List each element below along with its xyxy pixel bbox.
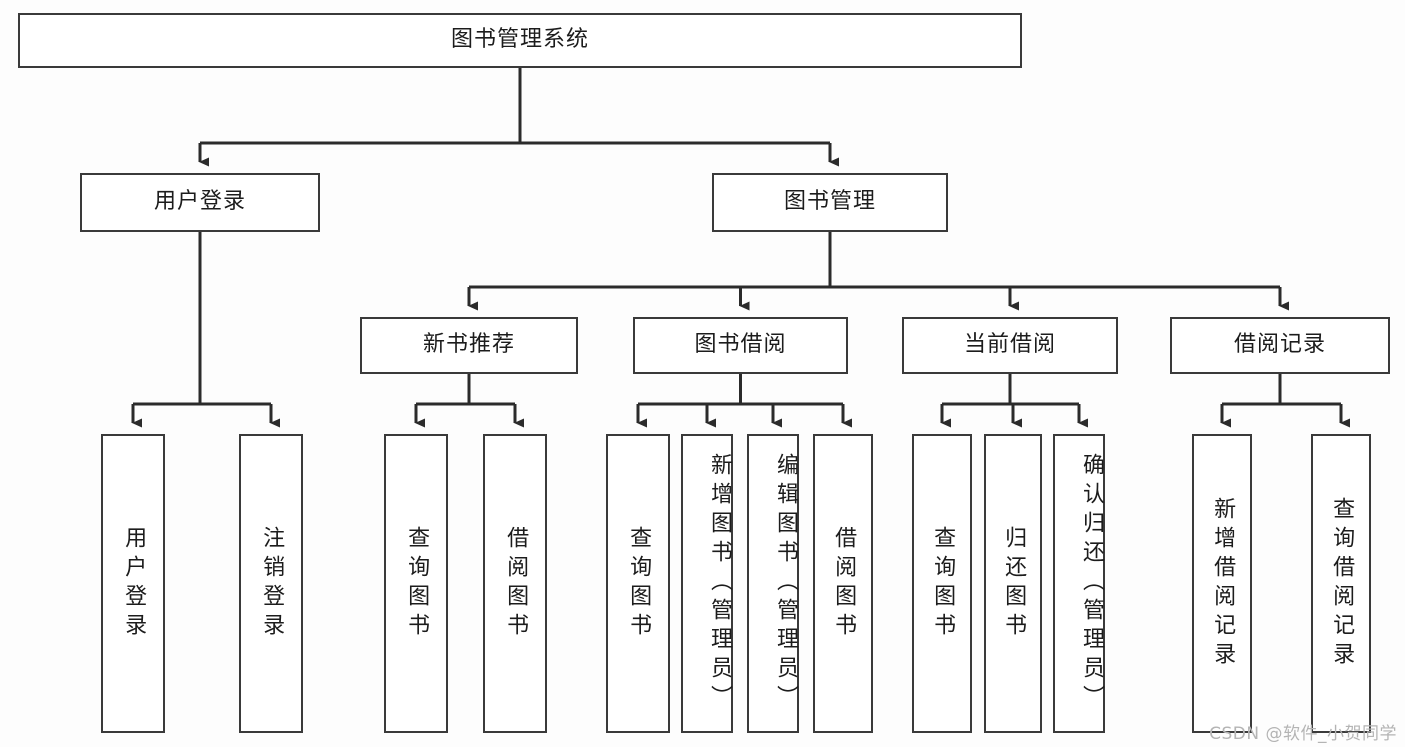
node-user-login-label: 用户登录	[153, 189, 246, 215]
node-leaf-query-record[interactable]: 查询借阅记录	[1311, 434, 1371, 733]
node-leaf-query-book-rec-label: 查询图书	[404, 525, 430, 642]
node-leaf-borrow-book-b[interactable]: 借阅图书	[813, 434, 873, 733]
node-leaf-borrow-book-rec[interactable]: 借阅图书	[483, 434, 547, 733]
node-user-login[interactable]: 用户登录	[80, 173, 320, 232]
node-current-borrow-label: 当前借阅	[963, 332, 1056, 358]
node-book-borrow[interactable]: 图书借阅	[633, 317, 848, 374]
node-leaf-borrow-book-b-label: 借阅图书	[831, 525, 857, 642]
node-new-book-rec-label: 新书推荐	[422, 332, 515, 358]
node-book-manage[interactable]: 图书管理	[712, 173, 948, 232]
node-borrow-record[interactable]: 借阅记录	[1170, 317, 1390, 374]
node-leaf-add-record[interactable]: 新增借阅记录	[1192, 434, 1252, 733]
node-leaf-query-book-rec[interactable]: 查询图书	[384, 434, 448, 733]
node-leaf-logout-label: 注销登录	[259, 525, 285, 642]
watermark: CSDN @软件_小贺同学	[1209, 724, 1397, 744]
node-leaf-add-book-label: 新增图书（管理员）	[707, 453, 732, 714]
node-leaf-query-book-c-label: 查询图书	[930, 525, 956, 642]
node-leaf-add-record-label: 新增借阅记录	[1210, 496, 1236, 671]
node-borrow-record-label: 借阅记录	[1233, 332, 1326, 358]
node-leaf-return-book[interactable]: 归还图书	[984, 434, 1042, 733]
node-leaf-query-record-label: 查询借阅记录	[1329, 496, 1355, 671]
node-leaf-confirm-return[interactable]: 确认归还（管理员）	[1053, 434, 1105, 733]
node-leaf-edit-book[interactable]: 编辑图书（管理员）	[747, 434, 799, 733]
node-leaf-user-login-label: 用户登录	[121, 525, 147, 642]
node-leaf-return-book-label: 归还图书	[1001, 525, 1027, 642]
node-leaf-query-book-b-label: 查询图书	[626, 525, 652, 642]
node-leaf-logout[interactable]: 注销登录	[239, 434, 303, 733]
node-leaf-edit-book-label: 编辑图书（管理员）	[773, 453, 798, 714]
node-root-label: 图书管理系统	[450, 27, 589, 53]
node-leaf-confirm-return-label: 确认归还（管理员）	[1079, 453, 1104, 714]
node-leaf-query-book-b[interactable]: 查询图书	[606, 434, 670, 733]
node-current-borrow[interactable]: 当前借阅	[902, 317, 1118, 374]
node-leaf-query-book-c[interactable]: 查询图书	[912, 434, 972, 733]
node-leaf-borrow-book-rec-label: 借阅图书	[503, 525, 529, 642]
node-leaf-user-login[interactable]: 用户登录	[101, 434, 165, 733]
node-new-book-rec[interactable]: 新书推荐	[360, 317, 578, 374]
node-root[interactable]: 图书管理系统	[18, 13, 1022, 68]
node-book-borrow-label: 图书借阅	[694, 332, 787, 358]
node-book-manage-label: 图书管理	[783, 189, 876, 215]
node-leaf-add-book[interactable]: 新增图书（管理员）	[681, 434, 733, 733]
